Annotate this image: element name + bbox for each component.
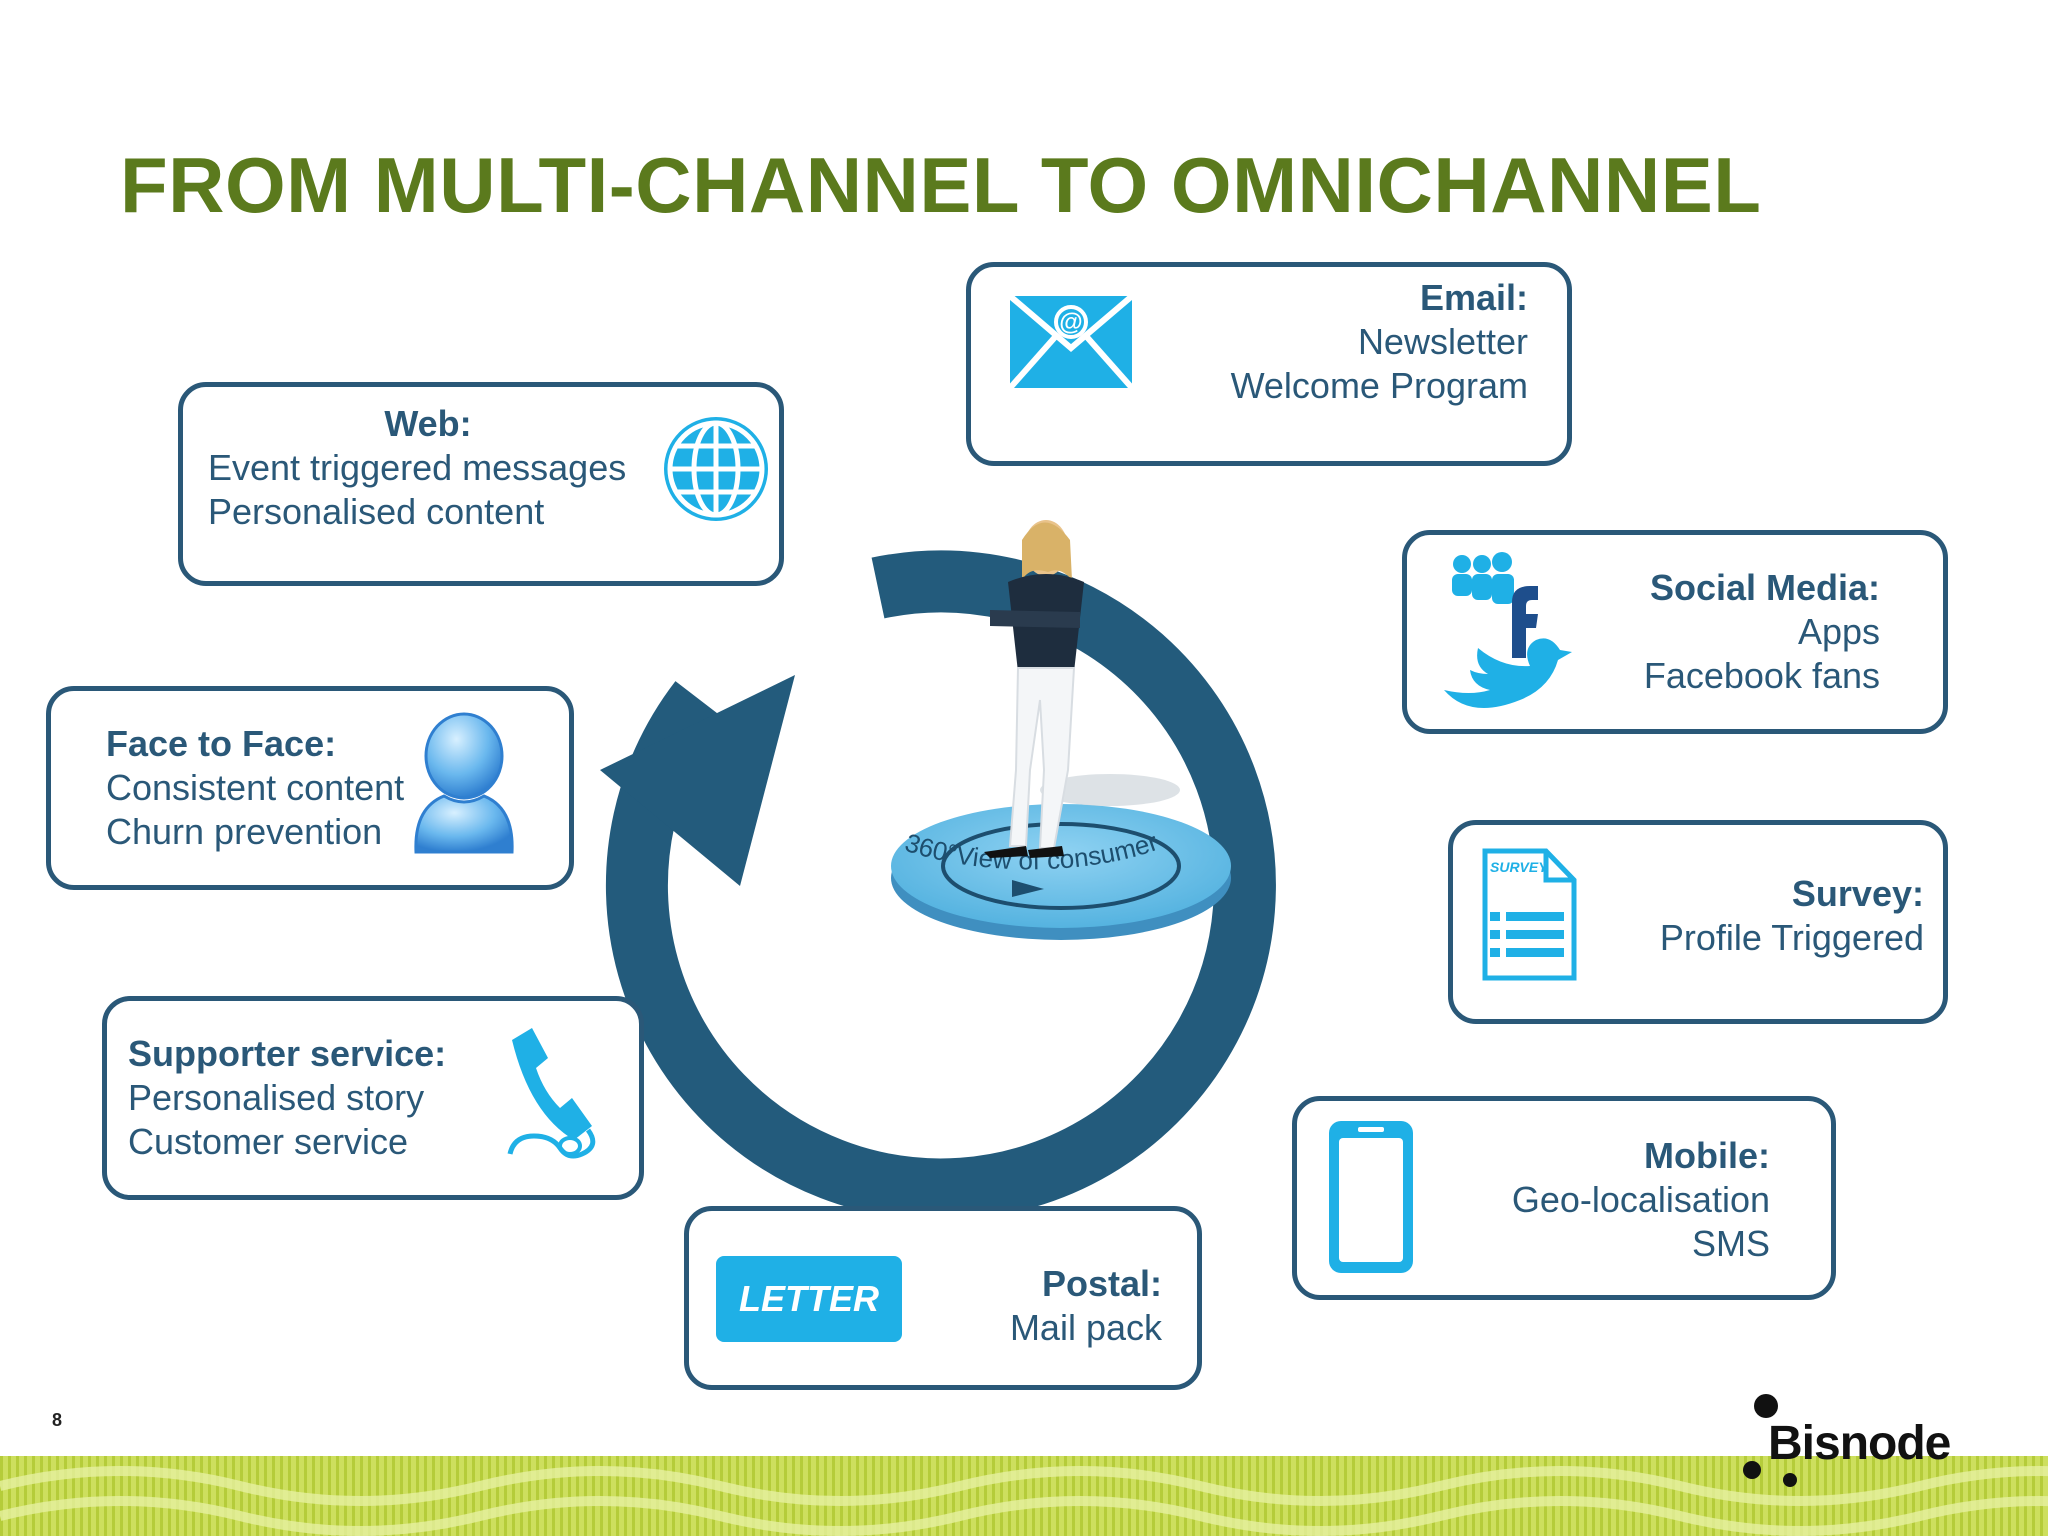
face-to-face-line-1: Consistent content	[106, 767, 405, 808]
globe-icon	[664, 417, 768, 521]
mobile-icon	[1329, 1121, 1413, 1273]
svg-text:SURVEY: SURVEY	[1490, 859, 1549, 875]
postal-heading: Postal:	[1041, 1263, 1162, 1304]
social-media-text: Social Media: Apps Facebook fans	[1600, 566, 1880, 698]
survey-icon: SURVEY	[1482, 848, 1577, 981]
face-to-face-text: Face to Face: Consistent content Churn p…	[106, 722, 426, 854]
face-to-face-line-2: Churn prevention	[106, 811, 383, 852]
supporter-service-text: Supporter service: Personalised story Cu…	[128, 1032, 488, 1164]
postal-line-1: Mail pack	[1009, 1307, 1162, 1348]
postal-text: Postal: Mail pack	[940, 1262, 1162, 1350]
consumer-figure	[984, 520, 1084, 858]
letter-icon: LETTER	[716, 1256, 902, 1342]
email-line-2: Welcome Program	[1230, 365, 1528, 406]
survey-heading: Survey:	[1791, 873, 1924, 914]
email-heading: Email:	[1419, 277, 1528, 318]
page-number: 8	[52, 1410, 63, 1430]
social-media-line-1: Apps	[1797, 611, 1880, 652]
letter-icon-label: LETTER	[739, 1278, 879, 1319]
email-icon: @	[1010, 296, 1132, 388]
mobile-text: Mobile: Geo-localisation SMS	[1440, 1134, 1770, 1266]
face-to-face-heading: Face to Face:	[106, 723, 337, 764]
mobile-line-1: Geo-localisation	[1511, 1179, 1770, 1220]
web-line-1: Event triggered messages	[208, 447, 627, 488]
supporter-service-line-1: Personalised story	[128, 1077, 425, 1118]
social-media-line-2: Facebook fans	[1643, 655, 1880, 696]
web-line-2: Personalised content	[208, 491, 545, 532]
mobile-line-2: SMS	[1691, 1223, 1770, 1264]
cycle-arrow	[605, 550, 1276, 1221]
mobile-heading: Mobile:	[1644, 1135, 1770, 1176]
survey-line-1: Profile Triggered	[1659, 917, 1924, 958]
email-line-1: Newsletter	[1357, 321, 1528, 362]
supporter-service-channel-card	[102, 996, 644, 1200]
slide-title: FROM MULTI-CHANNEL TO OMNICHANNEL	[120, 141, 1762, 229]
person-icon	[414, 712, 514, 854]
phone-icon	[507, 1028, 596, 1159]
bisnode-logo: Bisnode	[1768, 1417, 1951, 1470]
footer-pattern	[0, 1456, 2048, 1536]
survey-text: Survey: Profile Triggered	[1600, 872, 1924, 960]
cycle-arrowhead	[600, 675, 795, 886]
email-text: Email: Newsletter Welcome Program	[1150, 276, 1528, 408]
social-media-heading: Social Media:	[1649, 567, 1880, 608]
web-text: Web: Event triggered messages Personalis…	[208, 402, 648, 534]
web-heading: Web:	[384, 403, 472, 444]
supporter-service-heading: Supporter service:	[128, 1033, 447, 1074]
supporter-service-line-2: Customer service	[128, 1121, 409, 1162]
social-media-icon	[1444, 552, 1572, 708]
svg-text:@: @	[1059, 309, 1082, 336]
logo-dots	[1743, 1394, 1797, 1487]
